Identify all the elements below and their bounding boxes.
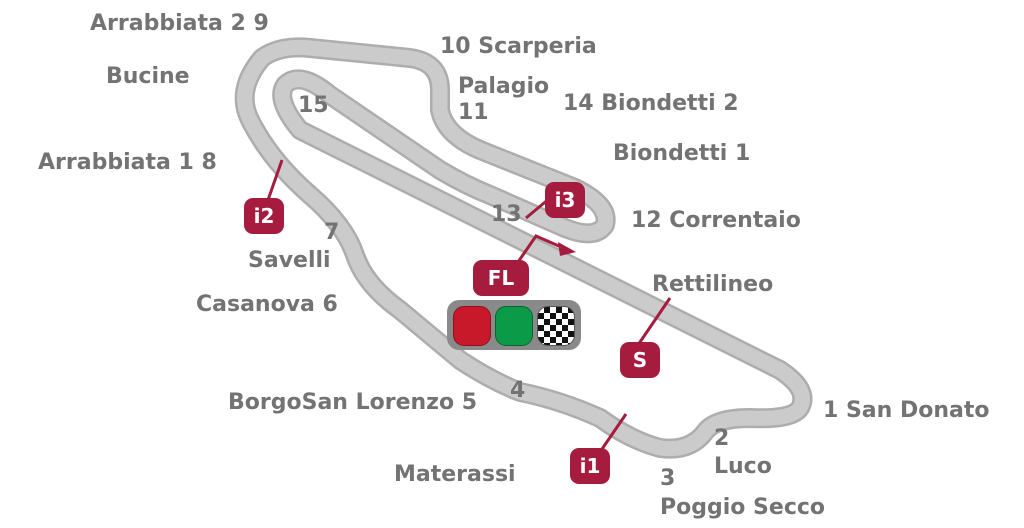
red-light-icon	[453, 306, 491, 346]
corner-label: 15	[298, 93, 329, 118]
corner-label: Arrabbiata 2 9	[90, 11, 269, 36]
direction-arrow-icon	[558, 242, 576, 256]
corner-label: 4	[510, 378, 526, 403]
green-light-icon	[495, 306, 533, 346]
corner-label: 14 Biondetti 2	[563, 91, 739, 116]
finish-line-marker: FL	[473, 260, 529, 296]
corner-label: 11	[458, 100, 489, 125]
corner-label: 2	[714, 426, 730, 451]
intermediate-marker-i1: i1	[570, 448, 610, 484]
s-leader	[636, 297, 672, 346]
start-marker: S	[620, 342, 660, 378]
i1-leader	[598, 413, 628, 453]
corner-label: 7	[324, 220, 340, 245]
corner-label: Poggio Secco	[660, 495, 826, 520]
i2-leader	[266, 159, 284, 201]
checkered-flag-icon	[537, 306, 575, 346]
corner-label: BorgoSan Lorenzo 5	[228, 390, 478, 415]
corner-label: Luco	[714, 454, 772, 479]
corner-label: 13	[491, 202, 522, 227]
corner-label: 10 Scarperia	[440, 34, 597, 59]
corner-label: 12 Correntaio	[631, 208, 801, 233]
intermediate-marker-i3: i3	[545, 182, 585, 218]
start-lights	[447, 300, 581, 350]
corner-label: Palagio	[458, 74, 550, 99]
corner-label: Arrabbiata 1 8	[38, 150, 217, 175]
corner-label: Materassi	[394, 462, 516, 487]
corner-label: Savelli	[248, 248, 331, 273]
corner-label: Casanova 6	[196, 292, 338, 317]
corner-label: Bucine	[106, 64, 190, 89]
corner-label: Rettilineo	[652, 272, 774, 297]
corner-label: 3	[660, 466, 676, 491]
corner-label: Biondetti 1	[613, 141, 751, 166]
direction-arrow-line	[514, 234, 569, 266]
corner-label: 1 San Donato	[823, 398, 990, 423]
intermediate-marker-i2: i2	[244, 198, 284, 234]
